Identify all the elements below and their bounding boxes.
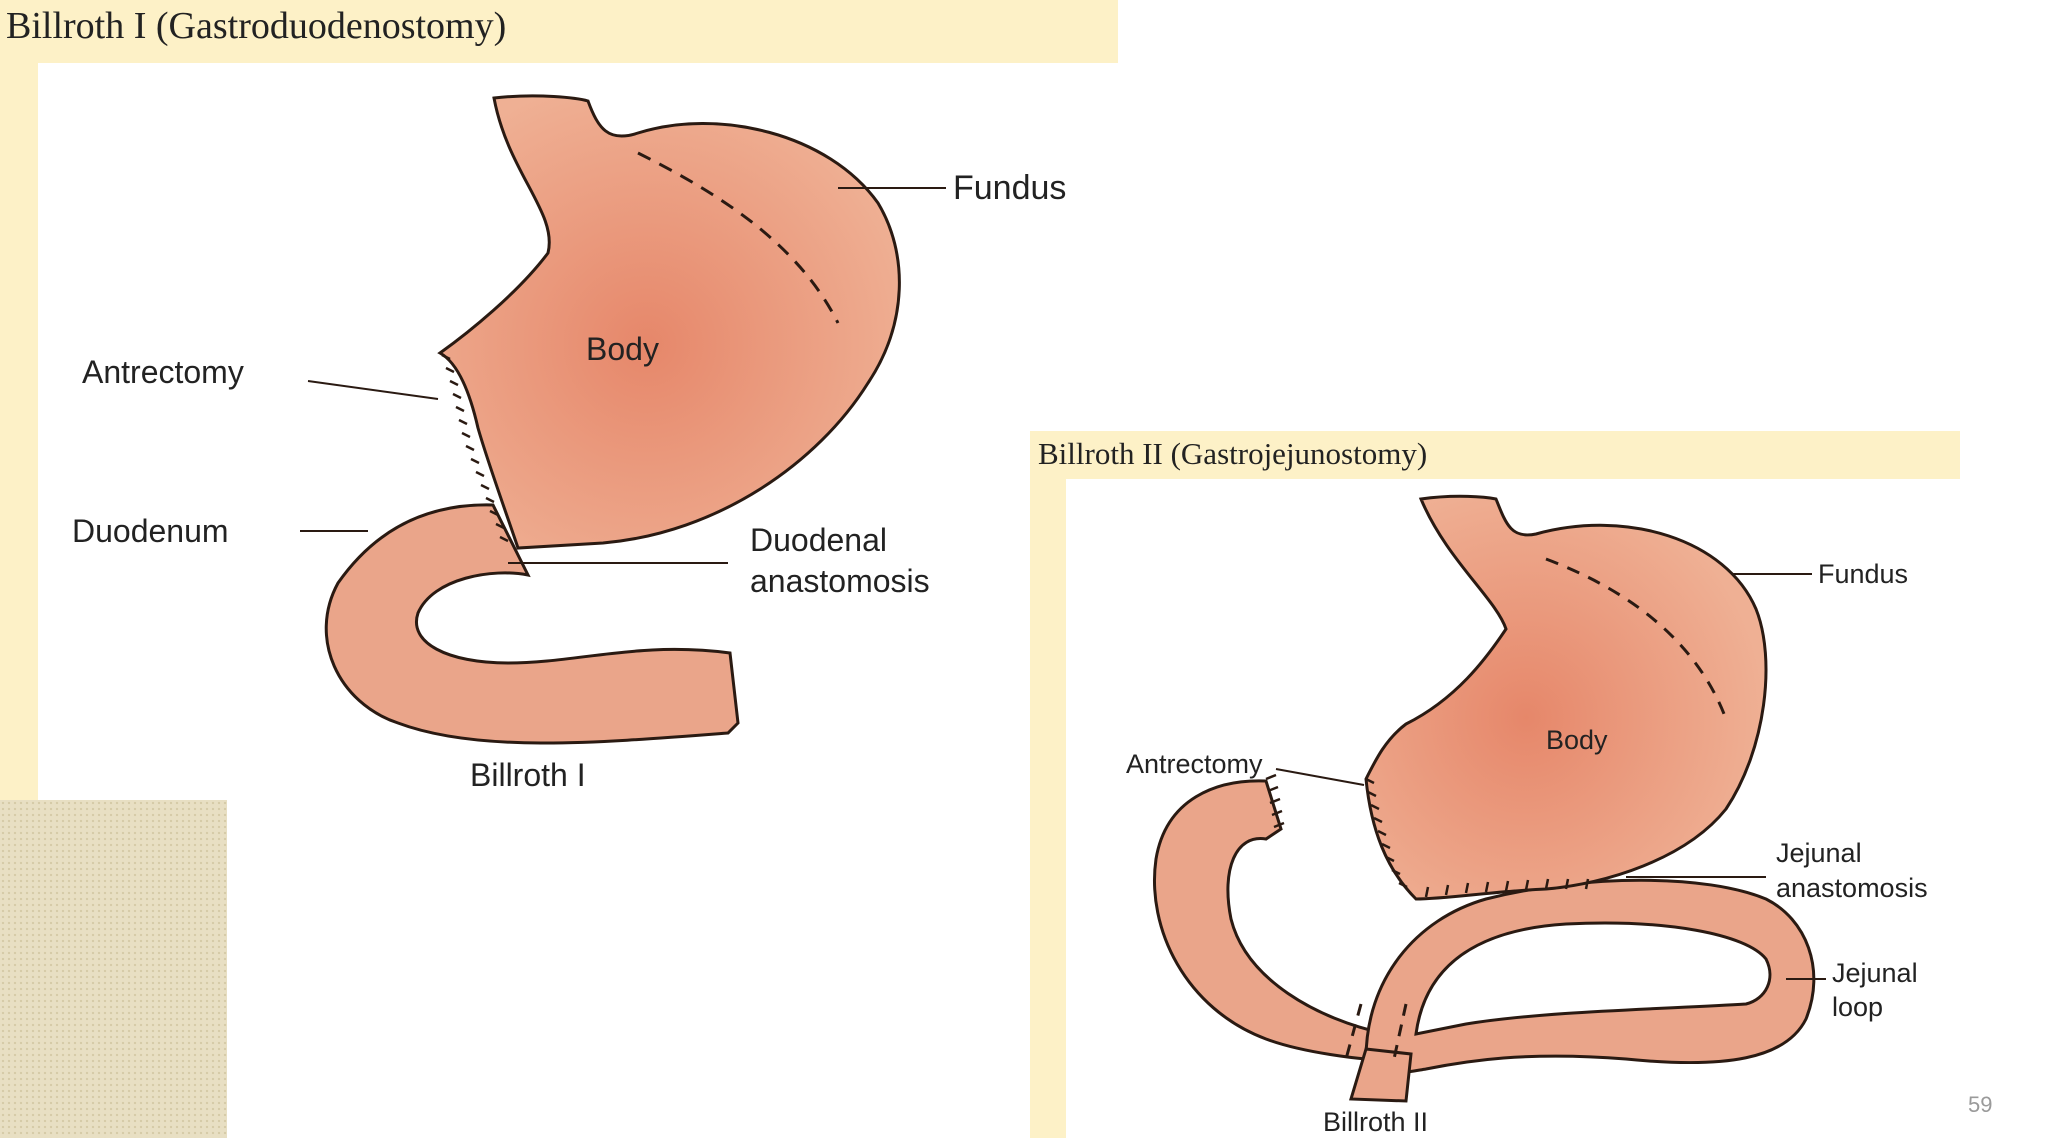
billroth-2-art: Fundus Body Antrectomy Jejunal anastomos… [1066,479,1960,1138]
duodenum-shape [324,503,740,745]
fundus-label: Fundus [1818,559,1908,589]
jejunal-loop-label-2: loop [1832,992,1883,1022]
fundus-dashed-line [1545,557,1728,720]
fundus-label: Fundus [953,169,1066,207]
billroth-2-diagram: Fundus Body Antrectomy Jejunal anastomos… [1126,494,1928,1137]
duodenum-label: Duodenum [72,513,229,549]
body-label: Body [586,331,659,367]
billroth-1-header: Billroth I (Gastroduodenostomy) [0,0,1118,63]
jejunal-anastomosis-label-1: Jejunal [1776,838,1862,868]
billroth-2-caption: Billroth II [1323,1107,1428,1137]
antrectomy-suture [441,353,509,543]
billroth-1-art: Fundus Body Antrectomy Duodenum Duodenal… [38,63,1118,800]
billroth-2-side-strip [1030,479,1066,1138]
fundus-dashed-line [637,151,840,324]
jejunal-anastomosis-suture [1424,878,1590,898]
body-label: Body [1546,725,1608,755]
billroth-1-panel: Billroth I (Gastroduodenostomy) [0,0,1118,800]
afferent-limb-suture [1265,773,1285,829]
efferent-dashed-line [1392,1003,1408,1060]
billroth-1-diagram: Fundus Body Antrectomy Duodenum Duodenal… [72,94,1066,793]
antrectomy-leader [1275,768,1365,786]
billroth-2-header: Billroth II (Gastrojejunostomy) [1030,431,1960,479]
duodenal-anastomosis-label-2: anastomosis [750,563,930,599]
antrectomy-label: Antrectomy [82,354,244,390]
jejunal-anastomosis-label-2: anastomosis [1776,873,1928,903]
antrectomy-suture [1365,777,1408,889]
efferent-dashed-line [1344,1003,1363,1060]
billroth-1-side-strip [0,63,38,800]
billroth-1-caption: Billroth I [470,757,586,793]
stomach-shape [1364,494,1768,901]
decorative-texture-block [0,800,227,1138]
antrectomy-label: Antrectomy [1126,749,1263,779]
duodenal-anastomosis-label-1: Duodenal [750,522,887,558]
antrectomy-leader [307,380,439,400]
billroth-2-panel: Billroth II (Gastrojejunostomy) [1030,431,1960,1138]
stomach-shape [437,94,901,550]
afferent-limb-shape [1153,779,1389,1061]
jejunal-loop-label-1: Jejunal [1832,958,1918,988]
slide-number: 59 [1968,1092,1993,1117]
jejunal-loop-shape [1364,878,1816,1075]
